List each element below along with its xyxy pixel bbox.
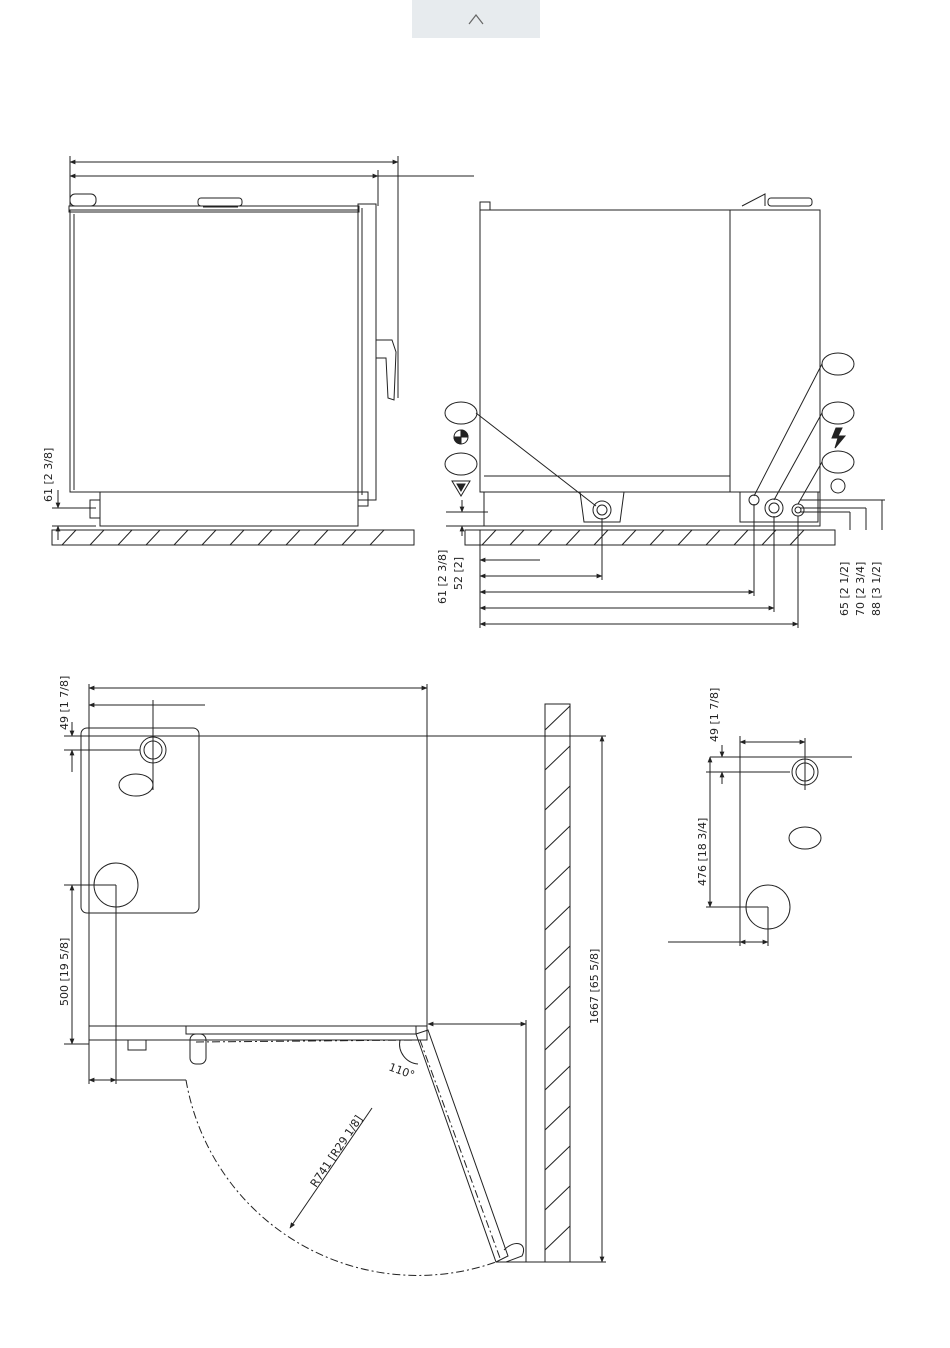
wall bbox=[545, 704, 570, 1262]
top-500-label: 500 [19 5/8] bbox=[58, 938, 71, 1006]
rear-65-label: 65 [2 1/2] bbox=[838, 562, 851, 616]
drain-outlet bbox=[593, 501, 611, 519]
callout-bubble bbox=[445, 402, 477, 424]
detail-476-label: 476 [18 3/4] bbox=[696, 818, 709, 886]
rear-view: 61 [2 3/8] 52 [2] 65 [2 1/2] 70 [2 3/4] … bbox=[436, 194, 885, 628]
door-angle-label: 110° bbox=[387, 1061, 416, 1082]
oven-footprint bbox=[89, 736, 427, 1026]
top-49-label: 49 [1 7/8] bbox=[58, 676, 71, 730]
floor-line bbox=[52, 530, 414, 545]
rear-body bbox=[480, 210, 820, 492]
rear-70-label: 70 [2 3/4] bbox=[854, 562, 867, 616]
oven-body bbox=[70, 210, 358, 492]
side-view: 61 [2 3/8] bbox=[42, 156, 474, 545]
top-1667-label: 1667 [65 5/8] bbox=[588, 949, 601, 1024]
side-height-label: 61 [2 3/8] bbox=[42, 448, 55, 502]
detail-49-label: 49 [1 7/8] bbox=[708, 688, 721, 742]
open-door bbox=[416, 1030, 508, 1262]
top-view: 110° R741 [R29 1/8] 49 [1 7/8] 500 [19 5… bbox=[58, 676, 606, 1276]
callout-bubble bbox=[445, 453, 477, 475]
door-radius-label: R741 [R29 1/8] bbox=[308, 1113, 366, 1190]
rear-61-label: 61 [2 3/8] bbox=[436, 550, 449, 604]
callout-bubble bbox=[822, 402, 854, 424]
callout-bubble bbox=[822, 451, 854, 473]
detail-view: 49 [1 7/8] 476 [18 3/4] bbox=[668, 688, 852, 946]
rear-52-label: 52 [2] bbox=[452, 557, 465, 590]
rear-88-label: 88 [3 1/2] bbox=[870, 562, 883, 616]
door bbox=[358, 204, 376, 500]
drain-symbol-icon bbox=[454, 430, 468, 444]
callout-bubble bbox=[822, 353, 854, 375]
electrical-symbol-icon bbox=[832, 428, 845, 448]
